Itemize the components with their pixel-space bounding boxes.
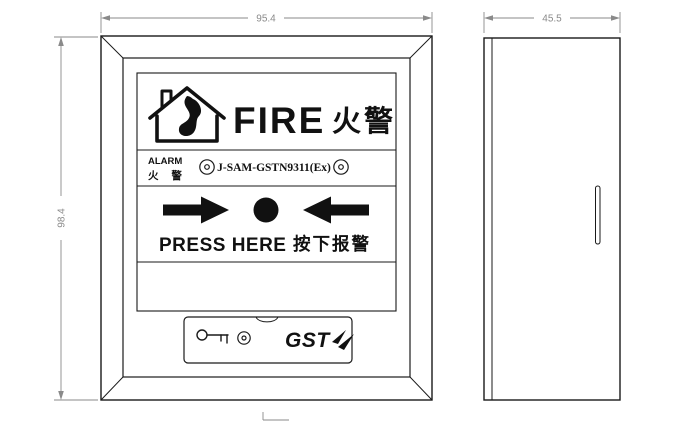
house-fire-icon	[148, 86, 226, 143]
dimension-label-depth: 45.5	[542, 14, 562, 25]
fire-label-zh: 火警	[332, 105, 396, 138]
front-inner-frame	[122, 57, 411, 378]
fire-label-en: FIRE	[233, 100, 325, 141]
panel-notch	[255, 316, 279, 323]
screw-icon-bottom	[237, 331, 251, 345]
dimension-side-depth: 45.5	[483, 12, 621, 33]
arrowhead-icon	[58, 391, 64, 400]
screw-icon-right	[333, 159, 349, 175]
press-arrow-left-icon	[303, 196, 369, 224]
front-view	[100, 35, 433, 401]
side-view	[483, 37, 621, 401]
dimension-front-width: 95.4	[100, 12, 433, 33]
bevel-corner	[100, 376, 124, 401]
dimension-label-height: 98.4	[57, 208, 68, 228]
arrowhead-icon	[58, 37, 64, 46]
bevel-corner	[409, 376, 433, 401]
alarm-label-zh: 火 警	[148, 169, 187, 182]
front-outer-frame	[100, 35, 433, 401]
press-here-label-zh: 按下报警	[293, 234, 371, 254]
gst-swoosh-icon	[332, 330, 354, 350]
gst-logo: GST	[285, 329, 331, 352]
side-body	[483, 37, 621, 401]
press-arrow-right-icon	[163, 196, 229, 224]
press-here-label-en: PRESS HERE	[159, 235, 286, 256]
model-number: J-SAM-GSTN9311(Ex)	[217, 162, 331, 174]
screw-icon-left	[199, 159, 215, 175]
bevel-corner	[100, 35, 124, 59]
key-icon	[196, 329, 229, 344]
arrowhead-icon	[484, 15, 493, 21]
arrowhead-icon	[423, 15, 432, 21]
press-button-dot	[253, 197, 279, 223]
alarm-label-en: ALARM	[148, 156, 182, 167]
side-seam-slot	[595, 185, 601, 245]
bevel-corner	[409, 35, 433, 59]
arrowhead-icon	[101, 15, 110, 21]
face-plate	[136, 72, 397, 312]
arrowhead-icon	[611, 15, 620, 21]
reset-panel	[183, 316, 353, 364]
dimension-front-height: 98.4	[54, 36, 98, 401]
flame-icon	[178, 96, 202, 137]
datum-mark	[262, 412, 289, 421]
dimension-label-width: 95.4	[256, 14, 276, 25]
